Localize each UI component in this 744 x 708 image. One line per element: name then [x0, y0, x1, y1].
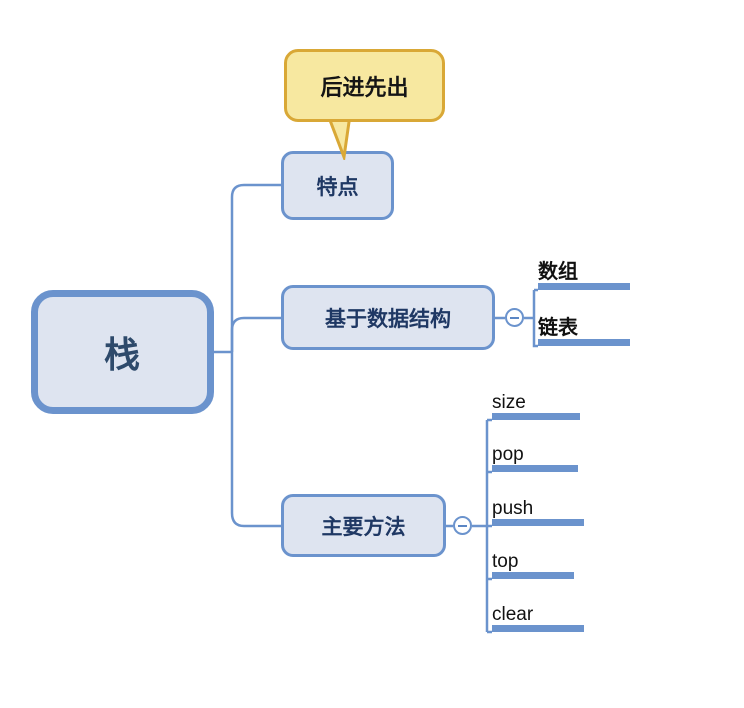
leaf-node-push[interactable]: push	[492, 493, 584, 526]
branch-node-label: 主要方法	[321, 515, 406, 539]
branch-node-jiyu-shujujiegou[interactable]: 基于数据结构	[281, 285, 495, 350]
leaf-underline-bar	[492, 465, 578, 472]
leaf-underline-bar	[492, 519, 584, 526]
leaf-node-label: size	[492, 392, 526, 413]
leaf-node-label: pop	[492, 444, 524, 465]
branch-node-label: 特点	[316, 175, 359, 199]
branch-node-tedian[interactable]: 特点	[281, 151, 394, 220]
callout-lifo[interactable]: 后进先出	[284, 49, 445, 122]
leaf-node-clear[interactable]: clear	[492, 599, 584, 632]
leaf-underline-bar	[538, 339, 630, 346]
circle-minus-icon-zhuyao[interactable]	[453, 516, 472, 535]
leaf-node-label: clear	[492, 604, 534, 625]
leaf-underline-bar	[492, 625, 584, 632]
leaf-node-top[interactable]: top	[492, 546, 574, 579]
branch-node-label: 基于数据结构	[325, 307, 451, 331]
leaf-node-lianbiao[interactable]: 链表	[538, 312, 630, 346]
leaf-node-shuzu[interactable]: 数组	[538, 256, 630, 290]
leaf-underline-bar	[492, 572, 574, 579]
root-node-label: 栈	[103, 334, 141, 375]
circle-minus-icon-jiyu[interactable]	[505, 308, 524, 327]
leaf-underline-bar	[538, 283, 630, 290]
leaf-node-size[interactable]: size	[492, 387, 580, 420]
leaf-node-label: 数组	[538, 261, 578, 283]
leaf-node-label: top	[492, 551, 519, 572]
callout-tail-icon	[326, 115, 352, 160]
leaf-underline-bar	[492, 413, 580, 420]
callout-label: 后进先出	[320, 74, 409, 100]
branch-node-zhuyao-fangfa[interactable]: 主要方法	[281, 494, 446, 557]
leaf-node-pop[interactable]: pop	[492, 439, 578, 472]
leaf-node-label: push	[492, 498, 534, 519]
root-node-stack[interactable]: 栈	[31, 290, 214, 414]
leaf-node-label: 链表	[538, 317, 578, 339]
